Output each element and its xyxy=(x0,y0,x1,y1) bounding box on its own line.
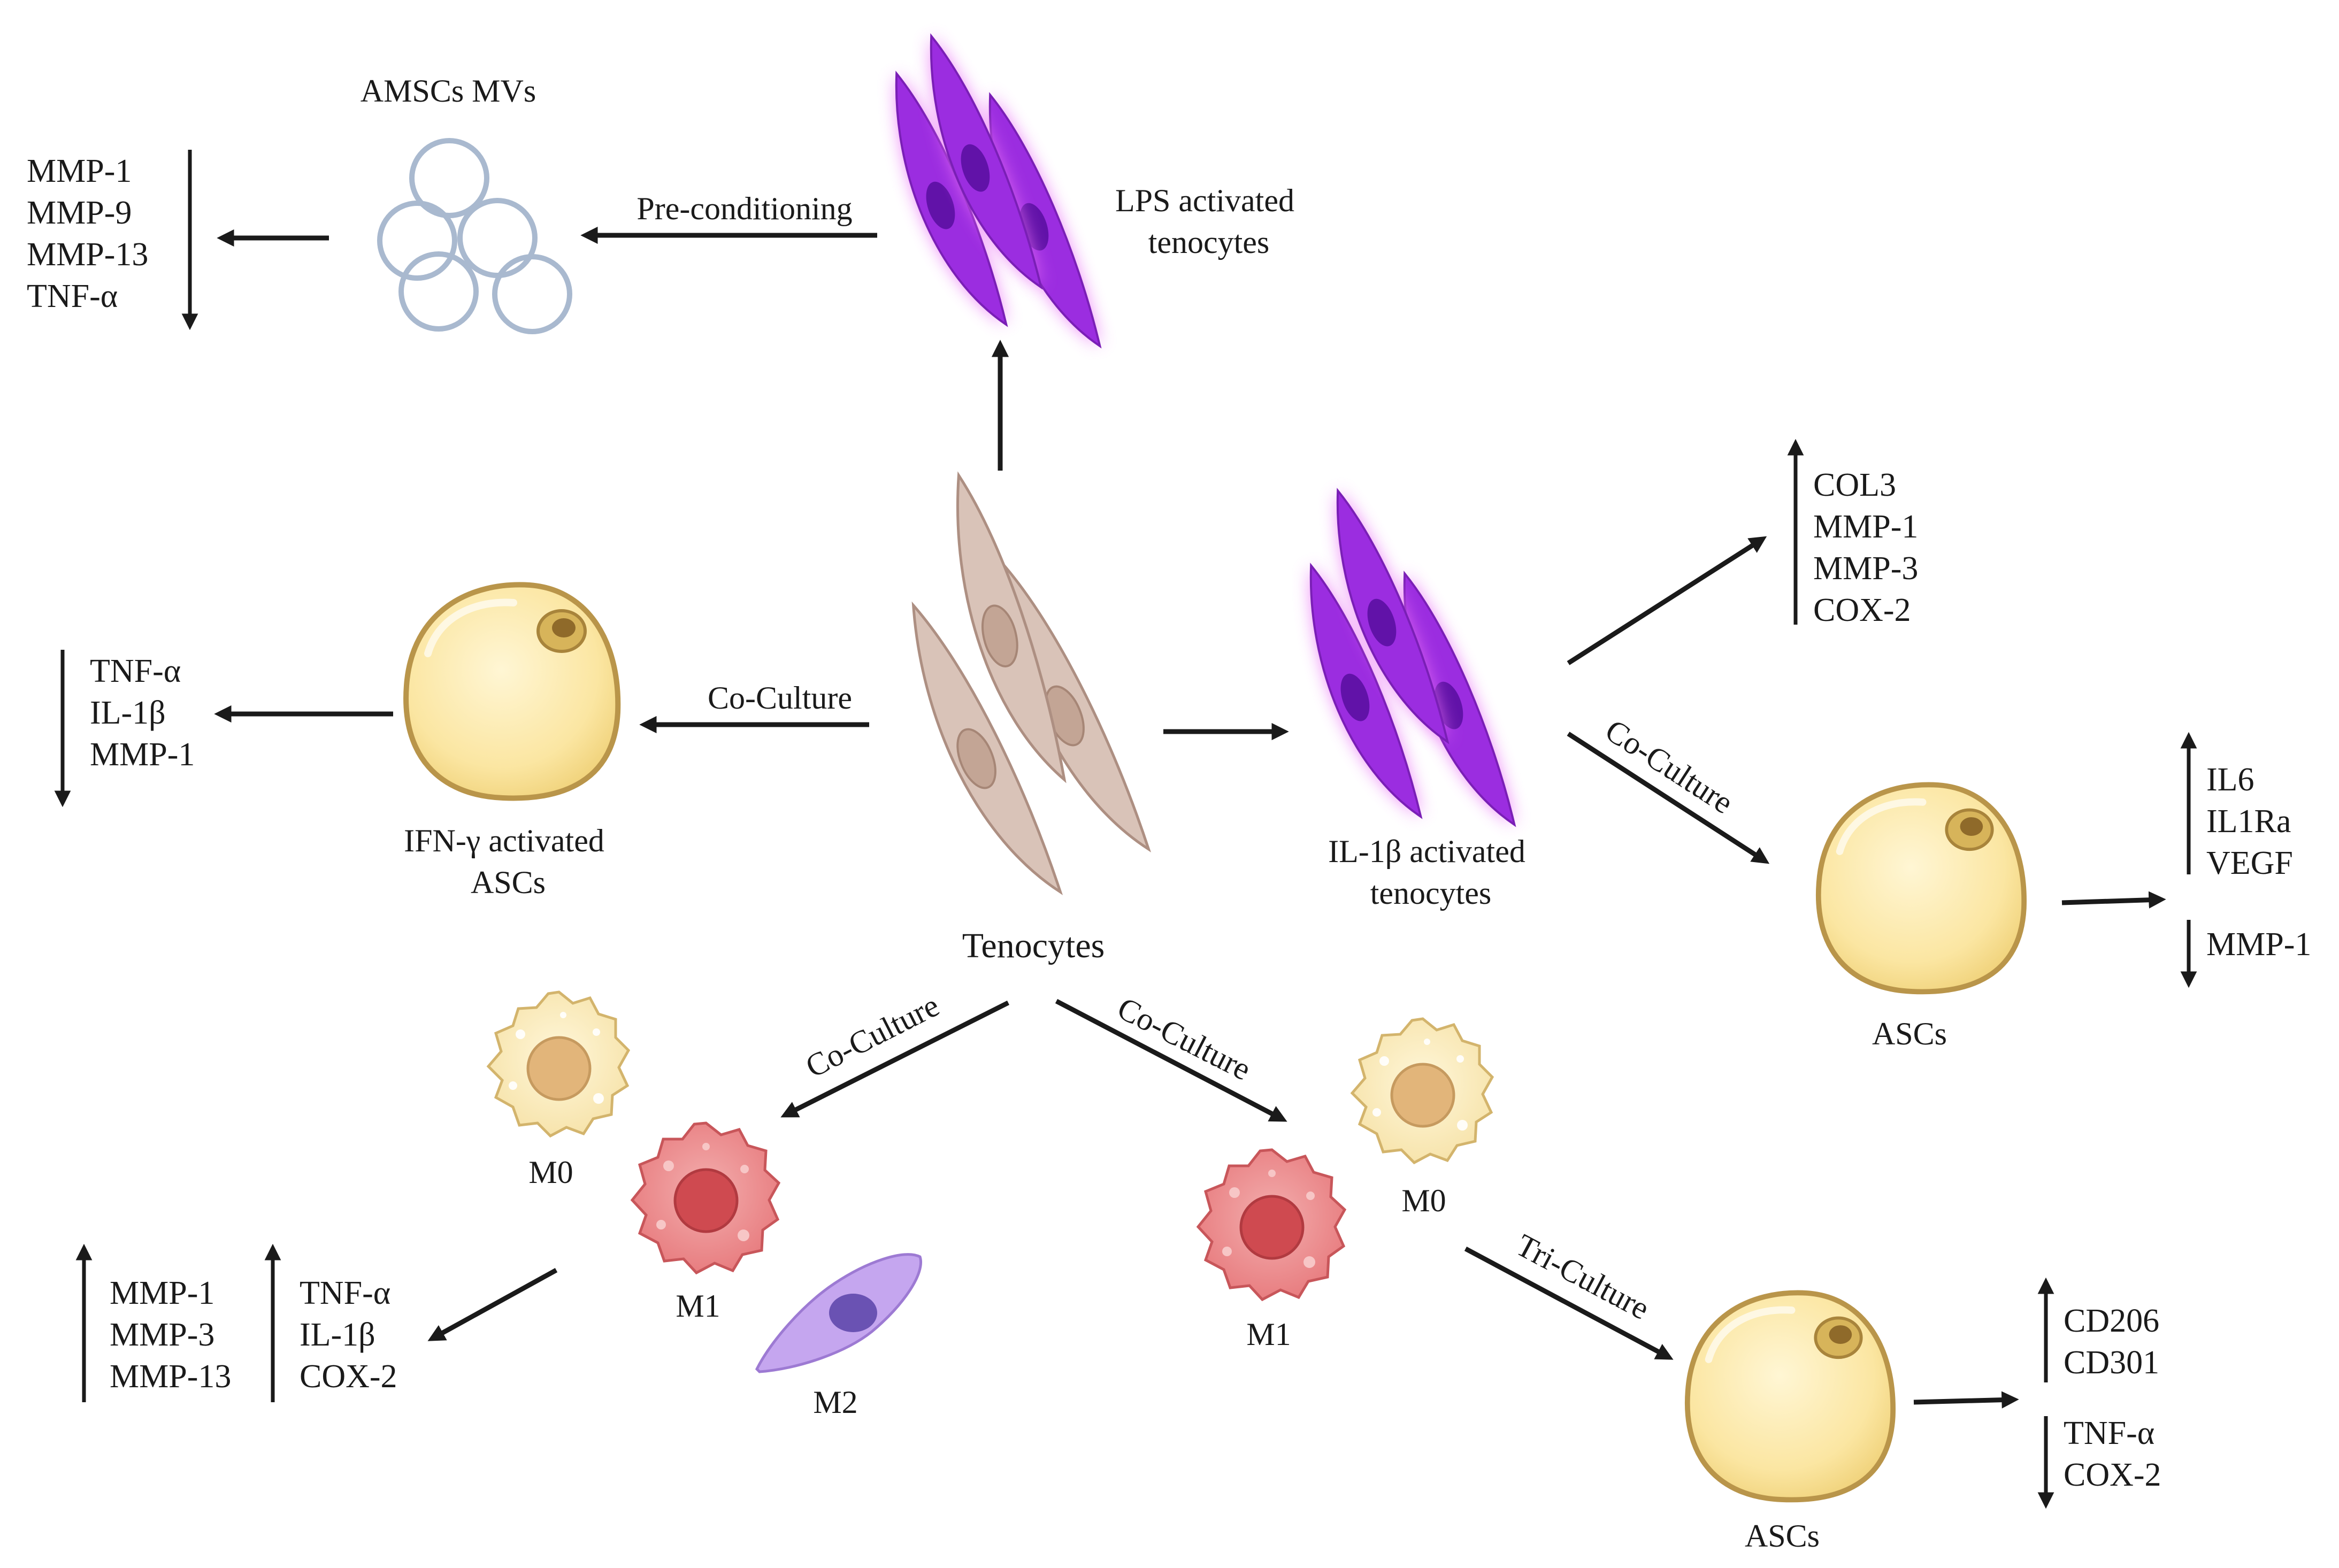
coculture-macro-right-arrow xyxy=(1055,999,1287,1122)
ascs-bottom-label: ASCs xyxy=(1745,1518,1820,1554)
marker: COL3 xyxy=(1813,467,1896,503)
marker: MMP-1 xyxy=(27,153,132,189)
m1-left-icon xyxy=(632,1123,779,1273)
ascs-bottom-to-markers-arrow xyxy=(1913,1391,2019,1409)
m0-right-label: M0 xyxy=(1401,1183,1446,1218)
amscs-mvs-label: AMSCs MVs xyxy=(361,73,536,109)
il1b-tenocytes-label-line1: IL-1β activated xyxy=(1328,834,1525,869)
ascs-right-cell-icon xyxy=(1819,785,2024,991)
il1b-tenocytes-label: IL-1β activated tenocytes xyxy=(1328,834,1533,911)
lps-activated-tenocytes-icon xyxy=(877,27,1102,361)
macro-left-to-markers-arrow xyxy=(427,1268,558,1341)
marker: TNF-α xyxy=(2064,1415,2154,1451)
marker: MMP-13 xyxy=(110,1358,231,1395)
il1b-marker-list: COL3 MMP-1 MMP-3 COX-2 xyxy=(1813,467,1918,628)
ifn-ascs-cell-icon xyxy=(406,585,618,798)
coculture-macro-left-arrow xyxy=(780,1000,1010,1118)
lps-tenocytes-label: LPS activated tenocytes xyxy=(1115,183,1302,260)
tri-down-list: TNF-α COX-2 xyxy=(2064,1415,2161,1493)
lps-tenocytes-label-line1: LPS activated xyxy=(1115,183,1294,218)
marker: COX-2 xyxy=(300,1358,397,1395)
ifn-ascs-label-line1: IFN-γ activated xyxy=(404,823,604,858)
ifn-ascs-label-line2: ASCs xyxy=(471,865,546,900)
ascs-bottom-cell-icon xyxy=(1688,1293,1893,1500)
marker: IL-1β xyxy=(90,695,166,731)
marker: MMP-3 xyxy=(1813,550,1918,587)
coculture-macro-right-label: Co-Culture xyxy=(1112,990,1257,1087)
tenocytes-label: Tenocytes xyxy=(962,926,1105,965)
coculture-ifn-label: Co-Culture xyxy=(708,680,852,716)
marker: MMP-1 xyxy=(1813,509,1918,545)
il1b-to-markers-arrow xyxy=(1567,536,1767,665)
triculture-arrow xyxy=(1464,1247,1674,1360)
ascs-right-up-list: IL6 IL1Ra VEGF xyxy=(2206,762,2293,881)
il1b-tenocytes-label-line2: tenocytes xyxy=(1370,875,1492,911)
marker: IL-1β xyxy=(300,1317,375,1353)
ifn-marker-list: TNF-α IL-1β MMP-1 xyxy=(90,653,195,773)
m2-left-icon xyxy=(755,1253,922,1373)
marker: MMP-1 xyxy=(2206,926,2311,963)
ascs-right-to-markers-arrow xyxy=(2061,891,2166,909)
marker: COX-2 xyxy=(1813,592,1911,628)
marker: CD206 xyxy=(2064,1303,2159,1339)
m1-right-icon xyxy=(1198,1150,1345,1300)
preconditioning-label: Pre-conditioning xyxy=(636,191,852,226)
microvesicle-cluster-icon xyxy=(377,138,572,334)
marker: TNF-α xyxy=(90,653,181,689)
m0-right-icon xyxy=(1352,1019,1492,1163)
marker: MMP-13 xyxy=(27,236,148,273)
marker: MMP-1 xyxy=(110,1275,214,1311)
lps-tenocytes-label-line2: tenocytes xyxy=(1148,225,1270,260)
coculture-il1b-ascs-arrow xyxy=(1567,732,1770,864)
marker: MMP-3 xyxy=(110,1317,214,1353)
tri-up-list: CD206 CD301 xyxy=(2064,1303,2159,1381)
m0-left-icon xyxy=(488,992,628,1136)
m1-right-label: M1 xyxy=(1246,1317,1291,1352)
amscs-marker-list: MMP-1 MMP-9 MMP-13 TNF-α xyxy=(27,153,148,314)
ifn-ascs-label: IFN-γ activated ASCs xyxy=(404,823,612,900)
marker: MMP-1 xyxy=(90,736,195,773)
tenocytes-icon xyxy=(893,468,1151,911)
marker: CD301 xyxy=(2064,1344,2159,1381)
macro-left-list-b: TNF-α IL-1β COX-2 xyxy=(300,1275,397,1395)
marker: COX-2 xyxy=(2064,1457,2161,1493)
m0-left-label: M0 xyxy=(528,1155,573,1190)
macro-left-list-a: MMP-1 MMP-3 MMP-13 xyxy=(110,1275,231,1395)
ascs-right-label: ASCs xyxy=(1872,1016,1947,1051)
m1-left-label: M1 xyxy=(676,1288,720,1324)
marker: IL6 xyxy=(2206,762,2254,798)
marker: MMP-9 xyxy=(27,195,132,231)
marker: TNF-α xyxy=(300,1275,390,1311)
marker: IL1Ra xyxy=(2206,803,2291,840)
marker: VEGF xyxy=(2206,845,2293,881)
m2-left-label: M2 xyxy=(813,1385,857,1420)
marker: TNF-α xyxy=(27,278,118,314)
il1b-activated-tenocytes-icon xyxy=(1292,482,1517,840)
